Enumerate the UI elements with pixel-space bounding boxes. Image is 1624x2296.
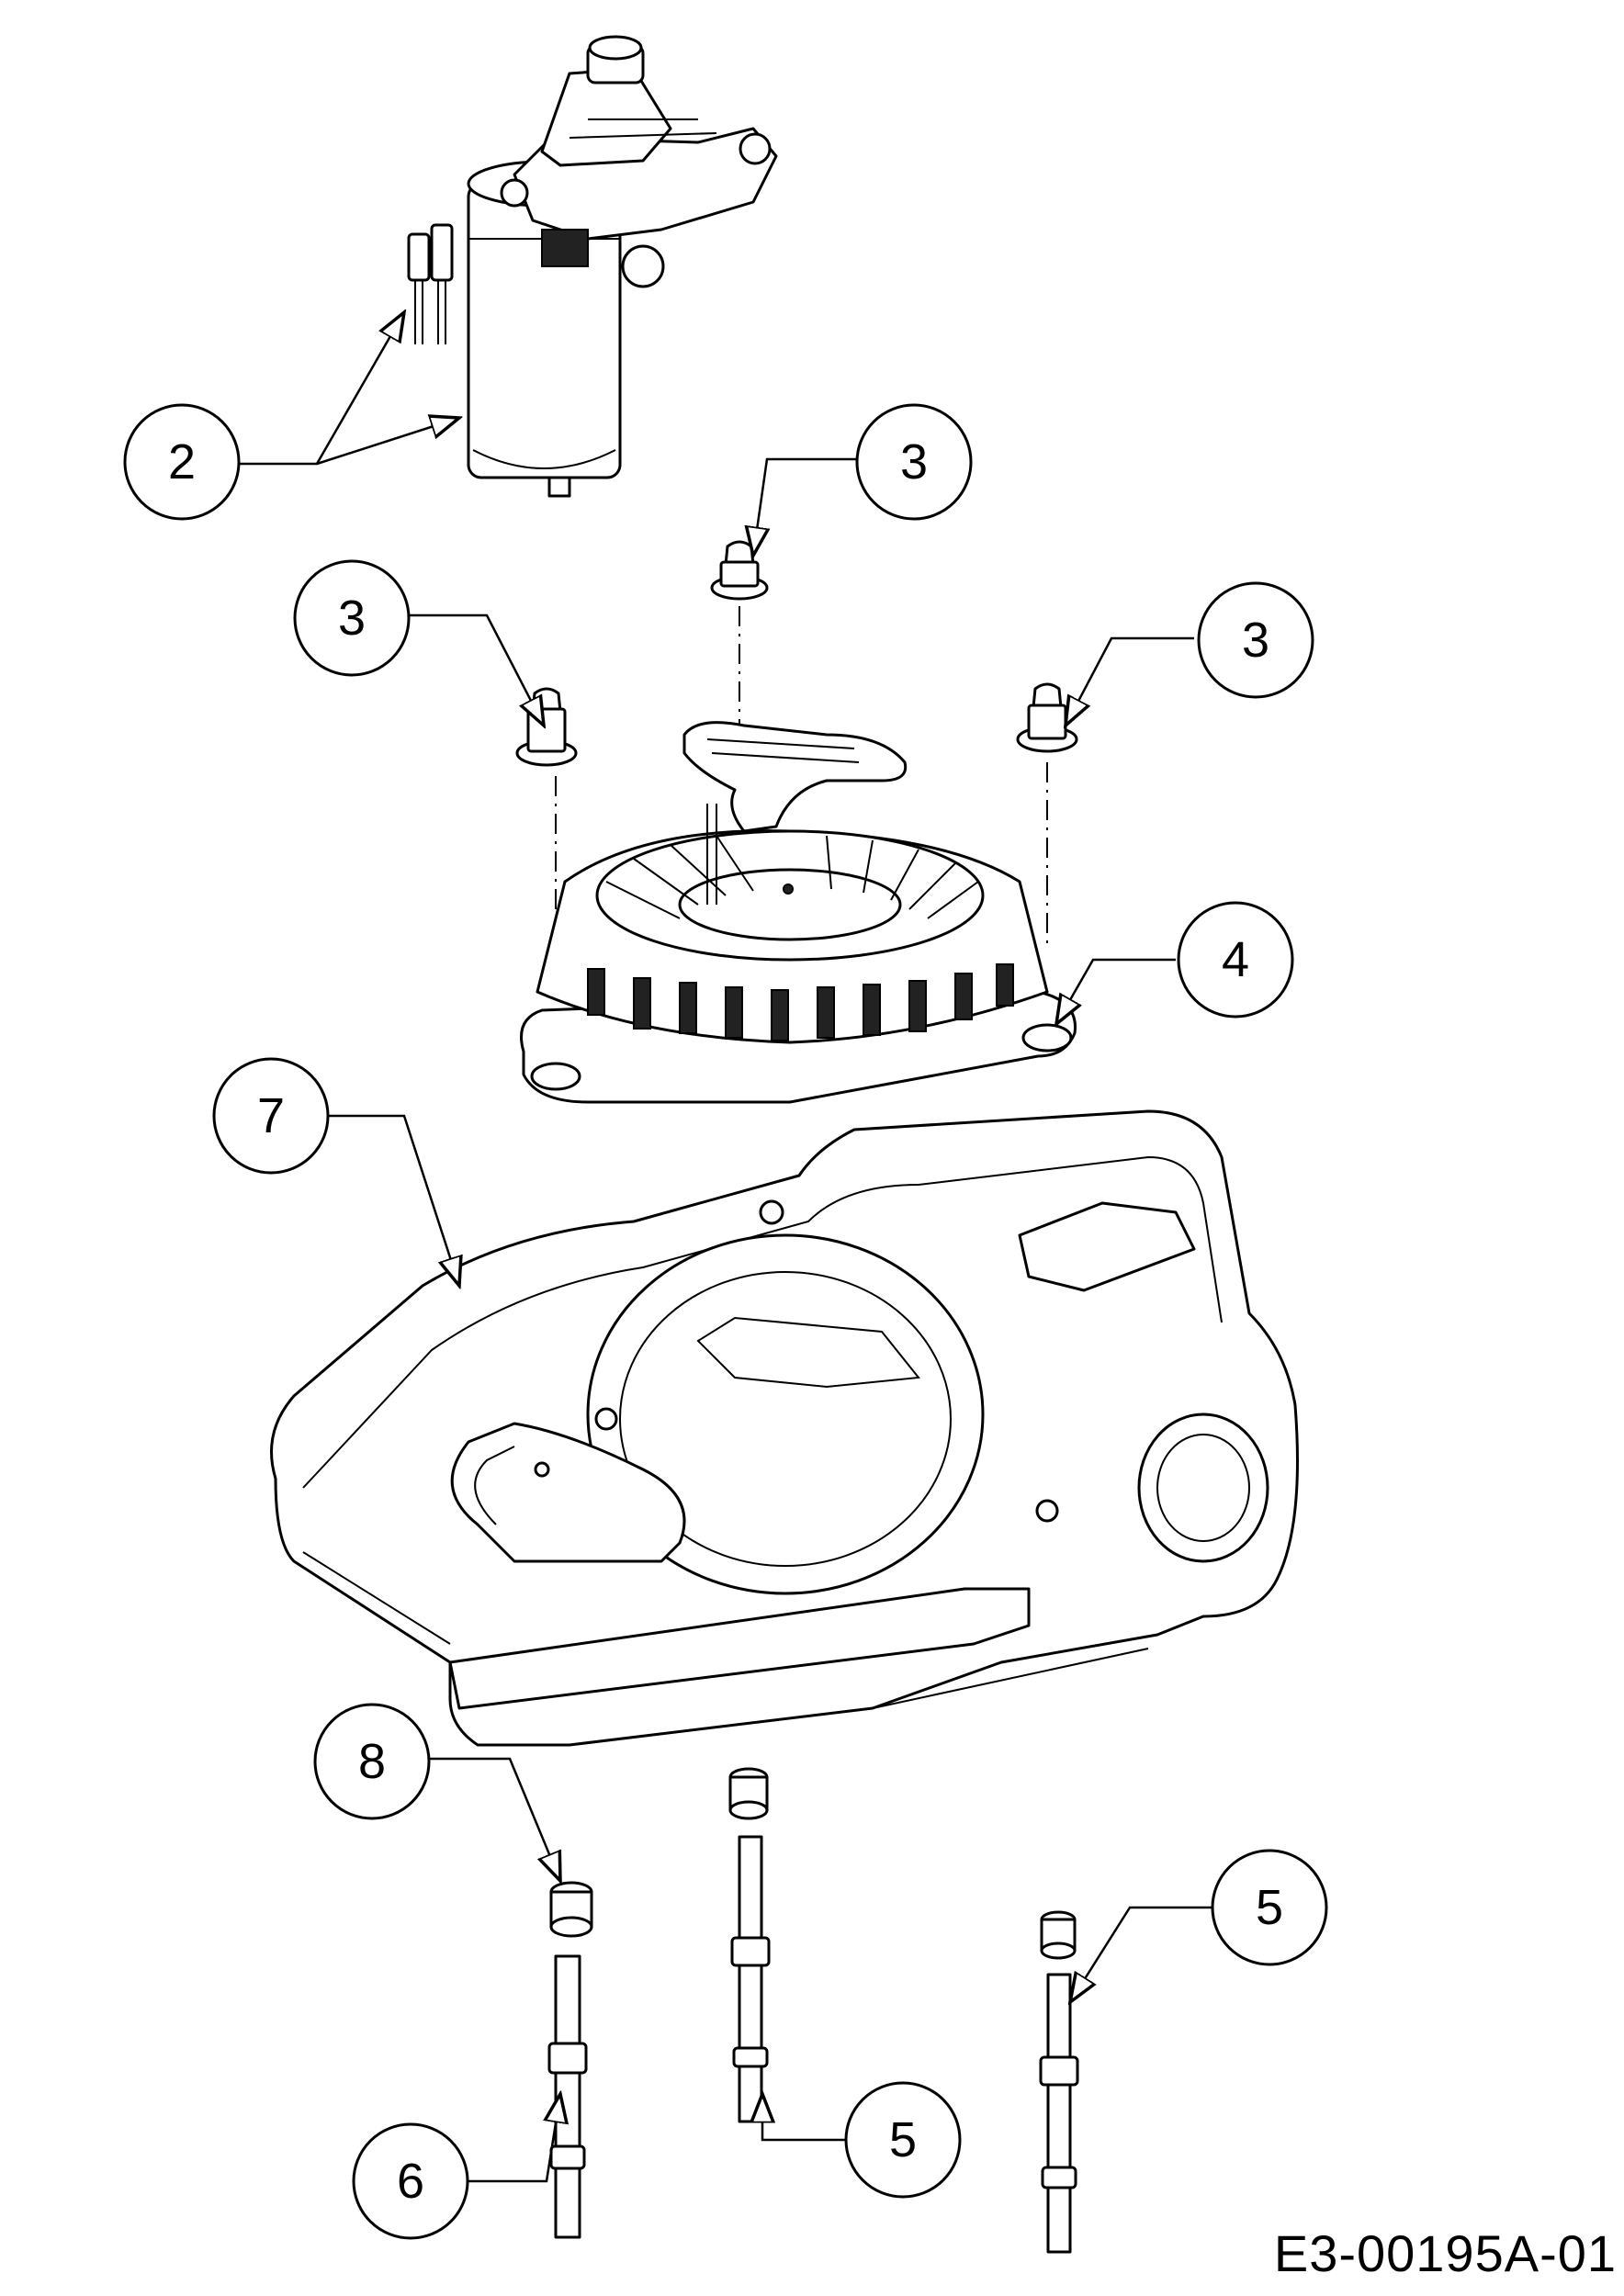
callout-8: 8 xyxy=(313,1703,431,1820)
nut-left xyxy=(515,687,578,767)
callout-4-label: 4 xyxy=(1222,932,1249,987)
blower-housing xyxy=(270,1109,1299,1747)
callout-2-label: 2 xyxy=(168,434,196,490)
spacer-sleeve xyxy=(549,1881,593,1938)
callout-3-top-label: 3 xyxy=(900,434,928,490)
callout-3-left: 3 xyxy=(293,559,411,677)
callout-7: 7 xyxy=(212,1057,330,1175)
stud-bolt-center xyxy=(728,1767,771,2123)
callout-3-right-label: 3 xyxy=(1242,613,1269,668)
callout-5-center-label: 5 xyxy=(889,2112,917,2167)
callout-5-center: 5 xyxy=(844,2081,962,2199)
callout-4: 4 xyxy=(1177,901,1294,1019)
callout-3-left-label: 3 xyxy=(338,591,366,646)
recoil-starter xyxy=(520,721,1077,1104)
stud-bolt-left xyxy=(547,1954,588,2239)
callout-2: 2 xyxy=(123,403,241,521)
drawing-code: E3-00195A-01 xyxy=(1273,2224,1617,2282)
nut-right xyxy=(1016,682,1078,753)
callout-6: 6 xyxy=(352,2122,469,2240)
callout-8-label: 8 xyxy=(358,1734,386,1789)
starter-motor xyxy=(467,35,778,498)
callout-5-right-label: 5 xyxy=(1256,1880,1283,1935)
wire-connector xyxy=(407,223,454,344)
callout-3-top: 3 xyxy=(855,403,973,521)
callout-7-label: 7 xyxy=(257,1088,285,1143)
leader-lines xyxy=(239,312,1212,2183)
stud-bolt-right xyxy=(1039,1910,1079,2254)
callout-6-label: 6 xyxy=(397,2154,424,2209)
callout-3-right: 3 xyxy=(1197,581,1314,699)
nut-top xyxy=(710,540,769,601)
callout-5-right: 5 xyxy=(1211,1849,1328,1966)
